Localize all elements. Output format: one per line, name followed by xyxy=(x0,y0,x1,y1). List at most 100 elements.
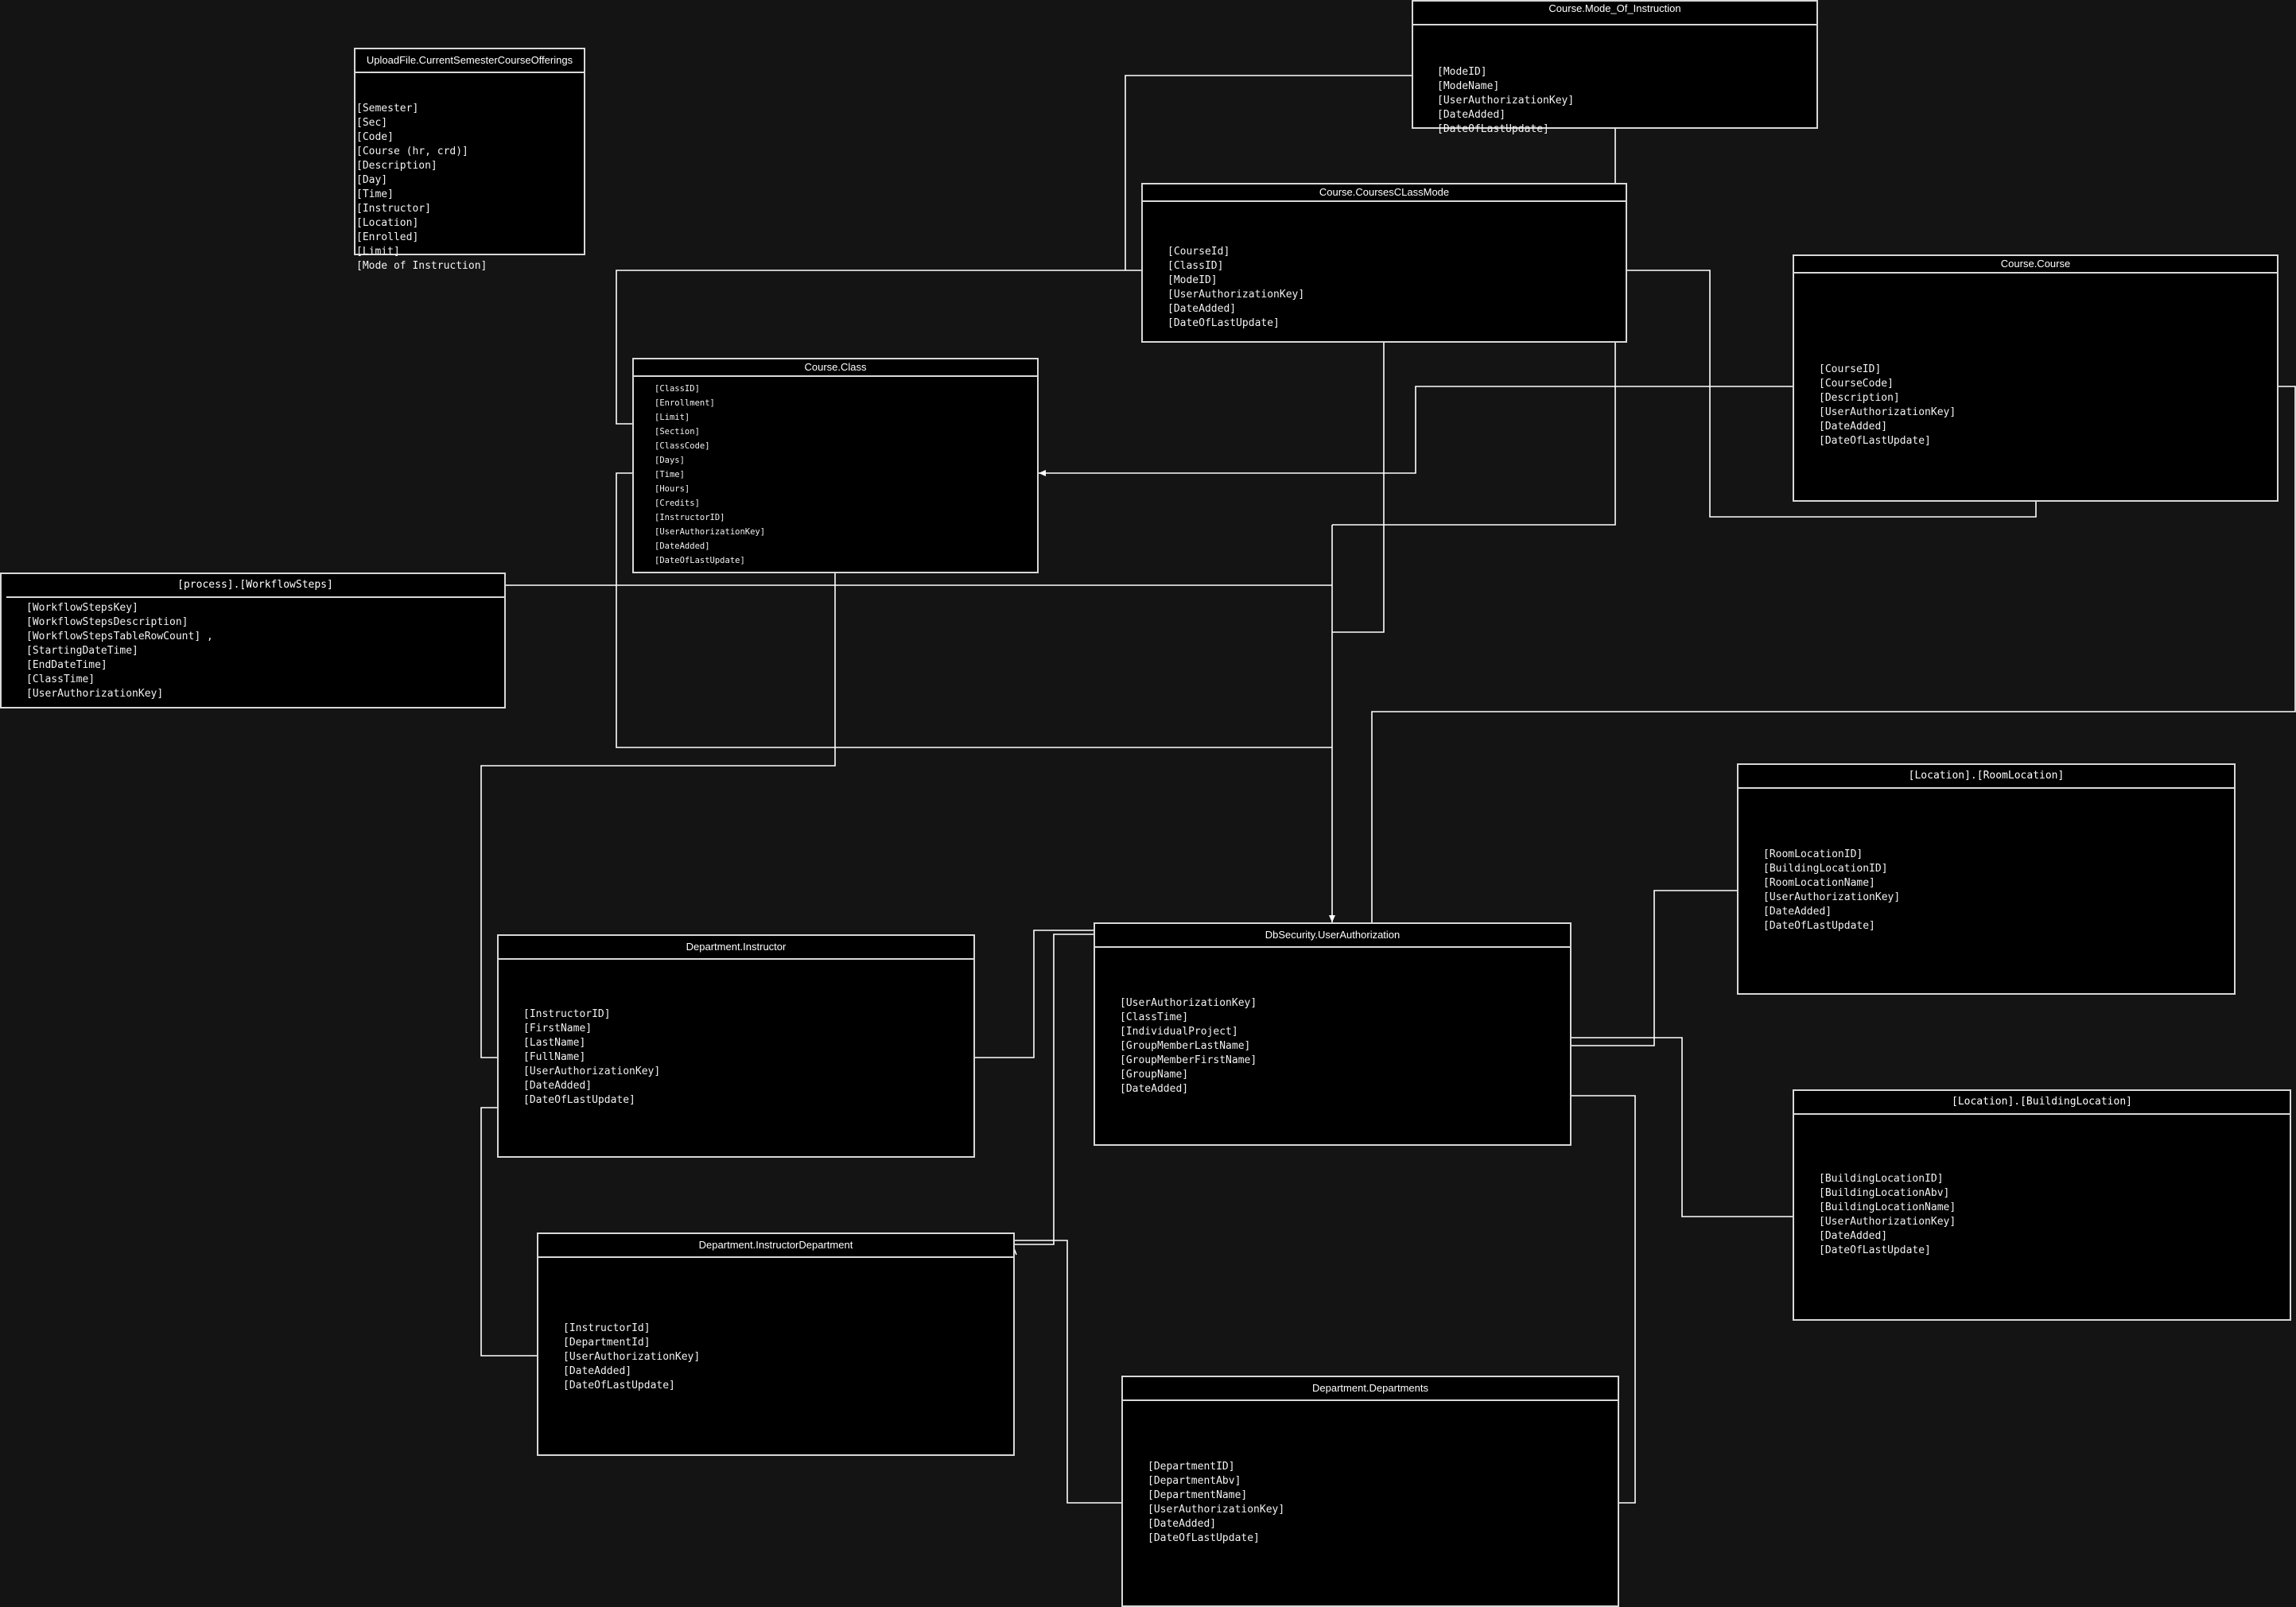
table-field: [ClassCode] xyxy=(655,441,710,451)
connector-instructor-userauth xyxy=(974,930,1094,1058)
table-instructor-department[interactable]: Department.InstructorDepartment [Instruc… xyxy=(537,1232,1015,1456)
table-courses-class-mode[interactable]: Course.CoursesCLassMode [CourseId][Class… xyxy=(1141,183,1627,343)
table-field: [DateAdded] xyxy=(1819,421,1888,433)
connector-instdept-userauth xyxy=(1014,934,1094,1245)
table-field: [WorkflowStepsDescription] xyxy=(26,616,188,628)
table-field: [FirstName] xyxy=(523,1023,592,1034)
table-field: [Location] xyxy=(356,217,419,229)
table-field: [UserAuthorizationKey] xyxy=(1763,891,1901,903)
table-field: [ModeName] xyxy=(1437,80,1500,92)
table-field: [DateOfLastUpdate] xyxy=(1167,317,1280,329)
connector-userauth-room xyxy=(1571,890,1738,1046)
field-list: [UserAuthorizationKey][ClassTime][Indivi… xyxy=(1095,948,1570,1097)
table-field: [DateOfLastUpdate] xyxy=(1819,1244,1931,1256)
table-field: [ClassID] xyxy=(655,384,700,394)
table-field: [DepartmentID] xyxy=(1148,1461,1235,1473)
table-field: [DateAdded] xyxy=(523,1080,592,1092)
table-title: [process].[WorkflowSteps] xyxy=(6,574,504,598)
table-field: [Time] xyxy=(655,470,685,479)
table-field: [DateAdded] xyxy=(563,1365,632,1377)
table-field: [UserAuthorizationKey] xyxy=(26,688,164,700)
table-field: [DateOfLastUpdate] xyxy=(523,1094,635,1106)
table-title: Course.Class xyxy=(634,359,1037,377)
table-title: DbSecurity.UserAuthorization xyxy=(1095,924,1570,948)
table-field: [InstructorID] xyxy=(655,513,725,522)
table-field: [UserAuthorizationKey] xyxy=(1120,997,1257,1009)
table-field: [Limit] xyxy=(655,413,690,422)
table-field: [Mode of Instruction] xyxy=(356,260,488,272)
table-field: [Code] xyxy=(356,131,394,143)
table-departments[interactable]: Department.Departments [DepartmentID] [De… xyxy=(1121,1376,1619,1607)
table-field: [Days] xyxy=(655,456,685,465)
table-field: [BuildingLocationName] xyxy=(1819,1201,1956,1213)
table-field: [CourseCode] xyxy=(1819,378,1894,390)
field-list: [InstructorId][DepartmentId][UserAuthori… xyxy=(538,1258,1013,1393)
table-field: [Enrollment] xyxy=(655,398,715,408)
table-field: [DepartmentAbv] xyxy=(1148,1475,1241,1487)
table-instructor[interactable]: Department.Instructor [InstructorID][Fir… xyxy=(497,934,975,1158)
table-field: [ClassTime] xyxy=(26,673,95,685)
table-field: [DateAdded] xyxy=(1819,1230,1888,1242)
table-field: [Limit] xyxy=(356,246,400,258)
table-room-location[interactable]: [Location].[RoomLocation] [RoomLocationI… xyxy=(1737,763,2236,995)
table-field: [CourseId] xyxy=(1167,246,1230,258)
field-list: [ModeID][ModeName][UserAuthorizationKey]… xyxy=(1413,25,1816,137)
table-field: [DateAdded] xyxy=(1120,1083,1189,1095)
table-field: [GroupMemberLastName] xyxy=(1120,1040,1251,1052)
table-field: [DateOfLastUpdate] xyxy=(1148,1532,1260,1544)
table-title: Department.Departments xyxy=(1123,1377,1618,1401)
table-workflow-steps[interactable]: [process].[WorkflowSteps] [WorkflowSteps… xyxy=(0,573,506,708)
table-title: [Location].[RoomLocation] xyxy=(1739,765,2234,789)
table-building-location[interactable]: [Location].[BuildingLocation] [BuildingL… xyxy=(1793,1089,2291,1321)
table-field: [DepartmentName] xyxy=(1148,1489,1248,1501)
table-field: [DateOfLastUpdate] xyxy=(563,1380,675,1392)
table-field: [InstructorID] xyxy=(523,1008,611,1020)
connector-course-class xyxy=(1039,386,1793,476)
table-field: [Credits] xyxy=(655,499,700,508)
table-class[interactable]: Course.Class [ClassID] [Enrollment] [Limit… xyxy=(632,358,1039,573)
table-title: Course.CoursesCLassMode xyxy=(1143,184,1626,202)
table-field: [Day] xyxy=(356,174,388,186)
table-field: [DateAdded] xyxy=(1763,906,1832,918)
table-field: [RoomLocationName] xyxy=(1763,877,1875,889)
field-list: [WorkflowStepsKey][WorkflowStepsDescript… xyxy=(2,598,504,701)
table-field: [UserAuthorizationKey] xyxy=(655,527,766,537)
table-field: [IndividualProject] xyxy=(1120,1026,1238,1038)
table-field: [Time] xyxy=(356,188,394,200)
table-field: [LastName] xyxy=(523,1037,586,1049)
table-upload[interactable]: UploadFile.CurrentSemesterCourseOffering… xyxy=(354,48,585,272)
table-field: [BuildingLocationAbv] xyxy=(1819,1187,1950,1199)
table-title: [Location].[BuildingLocation] xyxy=(1794,1091,2290,1115)
table-field: [EndDateTime] xyxy=(26,659,107,671)
table-field: [ModeID] xyxy=(1167,274,1218,286)
table-title: Course.Course xyxy=(1794,256,2277,274)
table-field: [Section] xyxy=(655,427,700,437)
table-field: [DateAdded] xyxy=(1148,1518,1217,1530)
connector-class-instructor xyxy=(480,573,836,1058)
table-title: Department.InstructorDepartment xyxy=(538,1234,1013,1258)
table-field: [DepartmentId] xyxy=(563,1337,651,1349)
table-field: [DateAdded] xyxy=(655,541,710,551)
table-field: [Hours] xyxy=(655,484,690,494)
table-field: [FullName] xyxy=(523,1051,586,1063)
table-field: [CourseID] xyxy=(1819,363,1882,375)
connector-userauth-depts xyxy=(1571,1095,1636,1504)
table-field: [UserAuthorizationKey] xyxy=(563,1351,701,1363)
table-field: [UserAuthorizationKey] xyxy=(1819,1216,1956,1228)
table-mode-of-instruction[interactable]: Course.Mode_Of_Instruction [ModeID][Mode… xyxy=(1412,0,1818,135)
connector-ccm-course xyxy=(1626,270,2037,518)
field-list: [Semester][Sec][Code][Course (hr, crd)][… xyxy=(355,73,584,274)
table-field: [DateAdded] xyxy=(1167,303,1237,315)
table-field: [DateOfLastUpdate] xyxy=(655,556,745,565)
table-field: [DateOfLastUpdate] xyxy=(1437,123,1549,135)
table-course[interactable]: Course.Course [CourseID] [CourseCode] [Des… xyxy=(1793,254,2279,502)
table-field: [Description] xyxy=(1819,392,1900,404)
table-field: [UserAuthorizationKey] xyxy=(1167,289,1305,301)
table-user-authorization[interactable]: DbSecurity.UserAuthorization [UserAuthor… xyxy=(1094,922,1571,1146)
table-field: [GroupName] xyxy=(1120,1069,1189,1081)
field-list: [RoomLocationID][BuildingLocationID][Roo… xyxy=(1739,789,2234,934)
table-field: [Semester] xyxy=(356,103,419,115)
table-field: [UserAuthorizationKey] xyxy=(1148,1504,1285,1516)
table-field: [DateOfLastUpdate] xyxy=(1763,920,1875,932)
